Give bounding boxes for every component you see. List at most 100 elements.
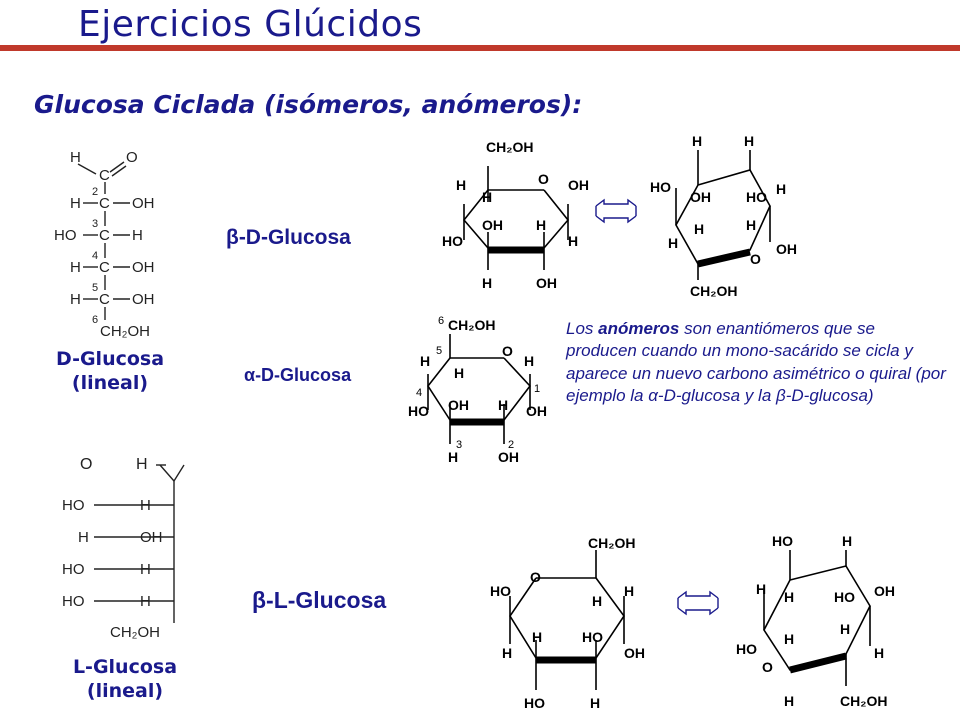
l-glucose-fischer-structure: O H HO H H OH HO H HO H CH₂OH bbox=[62, 456, 185, 641]
d-glucose-label: D-Glucosa (lineal) bbox=[55, 348, 165, 394]
atom-c: C bbox=[99, 259, 110, 276]
atom-h: H bbox=[498, 397, 508, 413]
atom-h: H bbox=[532, 629, 542, 645]
atom-oh: OH bbox=[132, 259, 155, 276]
beta-l-glucose-haworth-structure: CH₂OH O HO H H H H HO OH HO H bbox=[490, 535, 645, 711]
atom-h: H bbox=[568, 233, 578, 249]
atom-h: H bbox=[420, 353, 430, 369]
atom-h: H bbox=[694, 221, 704, 237]
atom-h: H bbox=[624, 583, 634, 599]
atom-ho: HO bbox=[54, 227, 77, 244]
atom-h: H bbox=[842, 533, 852, 549]
atom-h: H bbox=[776, 181, 786, 197]
atom-ho: HO bbox=[736, 641, 757, 657]
atom-c: C bbox=[99, 195, 110, 212]
title-divider bbox=[0, 45, 960, 51]
atom-ho: HO bbox=[582, 629, 603, 645]
atom-ch2oh: CH₂OH bbox=[110, 624, 160, 641]
carbon-number: 6 bbox=[438, 315, 444, 327]
carbon-number: 5 bbox=[92, 282, 98, 294]
carbon-number: 5 bbox=[436, 345, 442, 357]
atom-ho: HO bbox=[834, 589, 855, 605]
beta-d-glucose-label: β-D-Glucosa bbox=[226, 226, 351, 249]
beta-d-glucose-haworth-structure: CH₂OH O H H OH HO OH H H H OH bbox=[442, 139, 589, 290]
carbon-number: 4 bbox=[92, 250, 98, 262]
atom-o: O bbox=[762, 659, 773, 675]
atom-ho: HO bbox=[62, 593, 85, 610]
equilibrium-arrow bbox=[677, 590, 719, 616]
atom-ho: HO bbox=[408, 403, 429, 419]
atom-h: H bbox=[140, 561, 151, 578]
atom-h: H bbox=[874, 645, 884, 661]
atom-h: H bbox=[78, 529, 89, 546]
l-glucose-label: L-Glucosa (lineal) bbox=[72, 656, 178, 702]
anomer-definition-note: Los anómeros son enantiómeros que se pro… bbox=[566, 319, 946, 406]
atom-ho: HO bbox=[62, 561, 85, 578]
beta-l-glucose-label: β-L-Glucosa bbox=[252, 587, 387, 613]
alpha-d-glucose-haworth-structure: 6 CH₂OH 5 O H H H 4 1 HO OH H OH 3 2 H O… bbox=[408, 315, 547, 465]
carbon-number: 2 bbox=[92, 186, 98, 198]
atom-o: O bbox=[126, 149, 138, 166]
atom-ho: HO bbox=[442, 233, 463, 249]
atom-h: H bbox=[456, 177, 466, 193]
carbon-number: 2 bbox=[508, 439, 514, 451]
atom-h: H bbox=[840, 621, 850, 637]
atom-h: H bbox=[692, 133, 702, 149]
atom-o: O bbox=[530, 569, 541, 585]
atom-h: H bbox=[668, 235, 678, 251]
atom-oh: OH bbox=[690, 189, 711, 205]
atom-c: C bbox=[99, 227, 110, 244]
atom-h: H bbox=[140, 593, 151, 610]
atom-h: H bbox=[744, 133, 754, 149]
carbon-number: 3 bbox=[456, 439, 462, 451]
atom-h: H bbox=[482, 189, 492, 205]
carbon-number: 3 bbox=[92, 218, 98, 230]
carbon-number: 4 bbox=[416, 387, 422, 399]
atom-h: H bbox=[70, 149, 81, 166]
beta-l-glucose-chair-structure: HO H H H HO OH HO H O H H CH₂OH H bbox=[736, 533, 895, 709]
atom-h: H bbox=[756, 581, 766, 597]
beta-d-glucose-chair-structure: H H HO OH HO H H H O OH H CH₂OH bbox=[650, 133, 797, 299]
atom-oh: OH bbox=[526, 403, 547, 419]
d-glucose-fischer-structure: H C O 2 H C OH 3 HO C H 4 H C OH 5 H C O… bbox=[54, 149, 155, 340]
atom-h: H bbox=[784, 693, 794, 709]
atom-h: H bbox=[140, 497, 151, 514]
slide-subtitle: Glucosa Ciclada (isómeros, anómeros): bbox=[34, 90, 583, 119]
atom-h: H bbox=[70, 291, 81, 308]
atom-h: H bbox=[524, 353, 534, 369]
atom-h: H bbox=[536, 217, 546, 233]
atom-h: H bbox=[482, 275, 492, 290]
atom-h: H bbox=[70, 259, 81, 276]
atom-h: H bbox=[592, 593, 602, 609]
atom-h: H bbox=[136, 456, 148, 473]
atom-o: O bbox=[80, 456, 92, 473]
atom-oh: OH bbox=[498, 449, 519, 465]
atom-oh: OH bbox=[568, 177, 589, 193]
atom-ho: HO bbox=[650, 179, 671, 195]
atom-ch2oh: CH₂OH bbox=[486, 139, 533, 155]
atom-ch2oh: CH₂OH bbox=[840, 693, 887, 709]
alpha-d-glucose-label: α-D-Glucosa bbox=[244, 365, 352, 385]
atom-h: H bbox=[132, 227, 143, 244]
atom-ch2oh: CH₂OH bbox=[448, 317, 495, 333]
atom-oh: OH bbox=[132, 195, 155, 212]
atom-oh: OH bbox=[776, 241, 797, 257]
atom-oh: OH bbox=[482, 217, 503, 233]
atom-h: H bbox=[784, 631, 794, 647]
atom-o: O bbox=[538, 171, 549, 187]
atom-oh: OH bbox=[132, 291, 155, 308]
atom-h: H bbox=[448, 449, 458, 465]
atom-o: O bbox=[502, 343, 513, 359]
atom-o: O bbox=[750, 251, 761, 267]
atom-ch2oh: CH₂OH bbox=[690, 283, 737, 299]
slide-title: Ejercicios Glúcidos bbox=[78, 4, 423, 45]
atom-ho: HO bbox=[62, 497, 85, 514]
atom-ho: HO bbox=[746, 189, 767, 205]
atom-oh: OH bbox=[624, 645, 645, 661]
atom-ch2oh: CH₂OH bbox=[588, 535, 635, 551]
atom-h: H bbox=[590, 695, 600, 711]
atom-oh: OH bbox=[448, 397, 469, 413]
atom-ho: HO bbox=[524, 695, 545, 711]
atom-ho: HO bbox=[490, 583, 511, 599]
atom-h: H bbox=[454, 365, 464, 381]
